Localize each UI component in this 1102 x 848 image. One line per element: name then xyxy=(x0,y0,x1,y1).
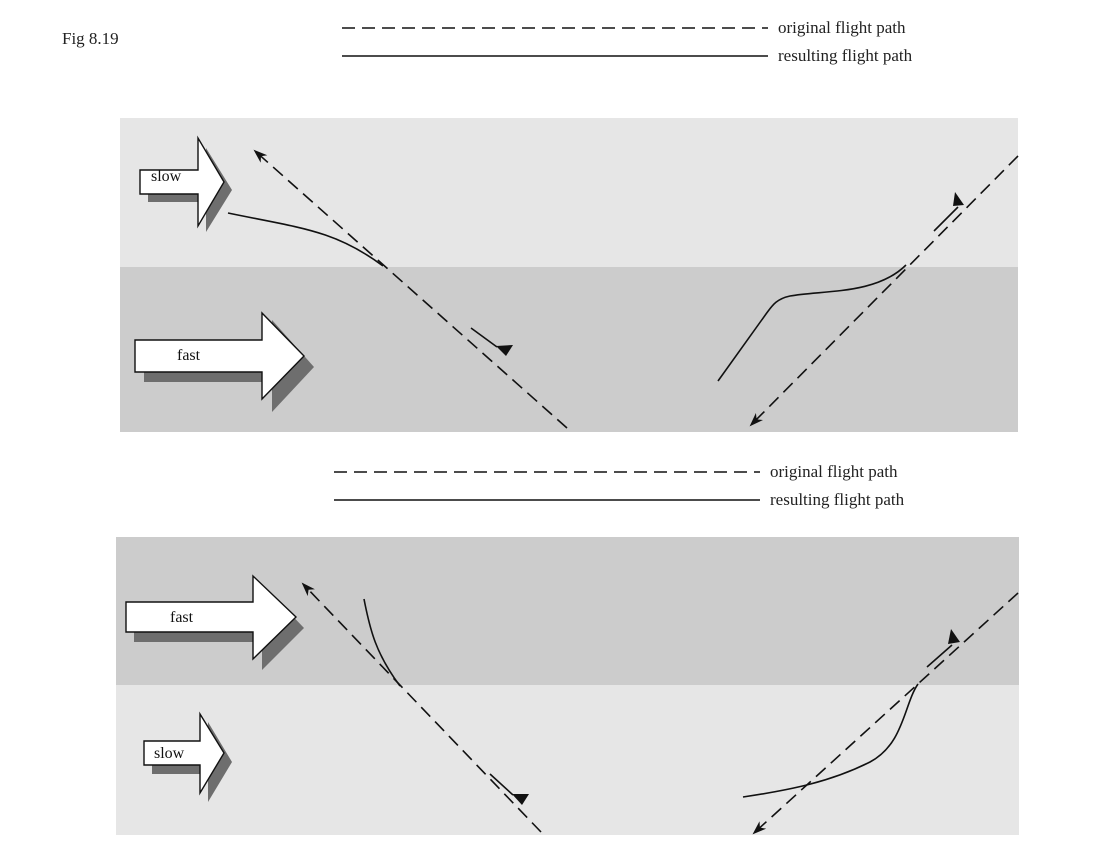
legend-bottom-solid-label: resulting flight path xyxy=(770,490,905,509)
panel-top-slow-layer xyxy=(120,118,1018,267)
panel-bottom-left-aircraft-marker xyxy=(512,794,529,805)
panel-bottom-right-aircraft-marker xyxy=(948,629,960,644)
panel-top-left-aircraft-body xyxy=(470,327,498,348)
panel-top-left-aircraft-marker xyxy=(496,345,513,356)
panel-bottom-slow-arrow: slow xyxy=(143,711,232,802)
panel-bottom-left-original-path xyxy=(301,582,542,833)
panel-top-left-original-path xyxy=(253,149,568,429)
panel-top-right-resulting-path xyxy=(717,264,907,382)
panel-bottom-fast-arrow: fast xyxy=(125,574,304,670)
panel-bottom-right-resulting-path xyxy=(742,683,919,798)
panel-top-right-aircraft-body xyxy=(933,206,959,232)
panel-bottom-right-aircraft-body xyxy=(926,644,953,668)
panel-bottom-slow-layer xyxy=(116,685,1019,835)
panel-top-slow-label: slow xyxy=(151,168,182,185)
panel-top-right-aircraft-marker xyxy=(953,192,964,206)
panel-bottom: fast slow xyxy=(116,537,1019,835)
legend-top-solid-label: resulting flight path xyxy=(778,46,913,65)
panel-top-fast-arrow: fast xyxy=(134,311,314,412)
legend-bottom-dashed-label: original flight path xyxy=(770,462,898,481)
figure-label: Fig 8.19 xyxy=(62,29,119,48)
panel-bottom-slow-label: slow xyxy=(154,745,185,762)
panel-top: slow fast xyxy=(120,118,1019,432)
panel-top-left-resulting-path xyxy=(227,212,384,267)
panel-bottom-left-resulting-path xyxy=(363,598,401,687)
panel-bottom-left-aircraft-body xyxy=(489,773,514,796)
panel-top-slow-arrow: slow xyxy=(139,135,232,232)
legend-bottom: original flight path resulting flight pa… xyxy=(334,462,905,509)
panel-top-right-original-path xyxy=(749,155,1019,427)
legend-top: original flight path resulting flight pa… xyxy=(342,18,913,65)
panel-top-fast-label: fast xyxy=(177,347,201,364)
panel-bottom-fast-label: fast xyxy=(170,609,194,626)
legend-top-dashed-label: original flight path xyxy=(778,18,906,37)
